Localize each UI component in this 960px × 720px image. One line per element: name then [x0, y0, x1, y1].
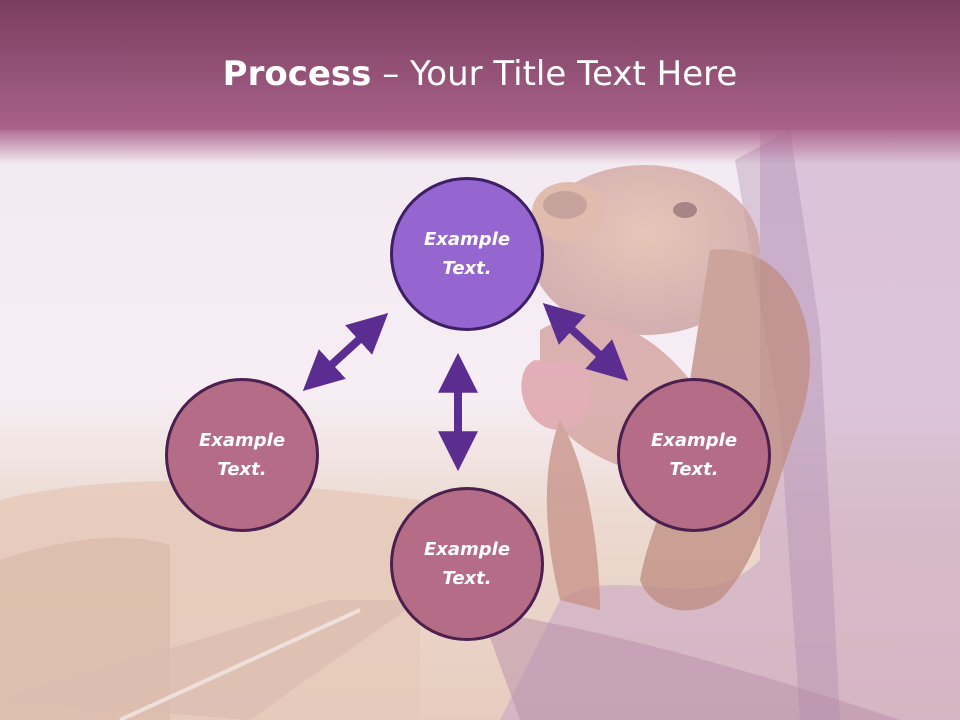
double-arrow-top-right — [542, 303, 629, 381]
node-left[interactable]: Example Text. — [165, 378, 319, 532]
node-left-label: Example Text. — [198, 430, 286, 480]
double-arrow-top-left — [302, 313, 389, 391]
node-top-label: Example Text. — [423, 229, 511, 279]
node-top[interactable]: Example Text. — [390, 177, 544, 331]
title-rest: Your Title Text Here — [410, 54, 738, 94]
node-right-label: Example Text. — [650, 430, 738, 480]
node-right[interactable]: Example Text. — [617, 378, 771, 532]
title-dash: – — [371, 54, 411, 94]
slide-title: Process – Your Title Text Here — [0, 52, 960, 96]
node-bottom-label: Example Text. — [423, 539, 511, 589]
node-bottom[interactable]: Example Text. — [390, 487, 544, 641]
title-bold: Process — [222, 54, 372, 94]
